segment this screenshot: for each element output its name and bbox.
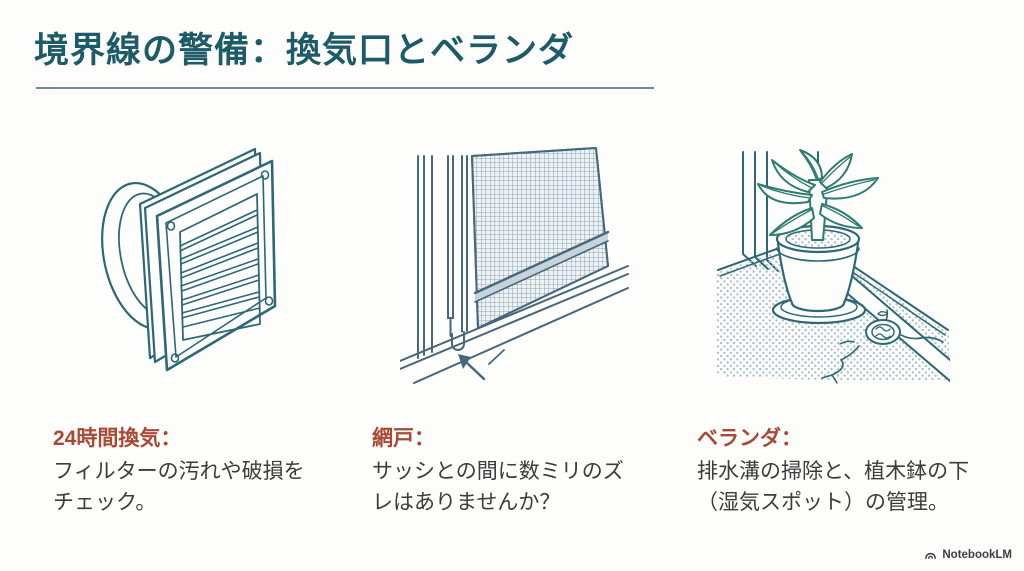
caption-body: 排水溝の掃除と、植木鉢の下（湿気スポット）の管理。 [697,460,970,514]
ventilation-grille-illustration [90,128,330,390]
title-underline [36,87,654,89]
brand-label: NotebookLM [942,548,1012,561]
caption-body: サッシとの間に数ミリのズレはありませんか？ [372,460,624,514]
caption-heading: 網戸： [372,427,435,450]
caption-body: フィルターの汚れや破損をチェック。 [53,460,305,514]
window-screen-icon [400,147,629,384]
caption-heading: ベランダ： [697,427,802,450]
drain-icon [865,309,901,345]
balcony-plant-icon [716,149,950,384]
notebooklm-watermark: NotebookLM [924,548,1012,561]
notebooklm-logo-icon [925,552,937,559]
gap-arrow-icon [458,354,471,369]
vent-grille-icon [101,147,277,372]
caption-screen: 網戸： サッシとの間に数ミリのズレはありませんか？ [372,424,637,518]
window-screen-illustration [400,140,630,390]
caption-ventilation: 24時間換気： フィルターの汚れや破損をチェック。 [53,424,318,518]
balcony-plant-illustration [700,140,950,385]
page-title: 境界線の警備：換気口とベランダ [34,31,575,70]
caption-balcony: ベランダ： 排水溝の掃除と、植木鉢の下（湿気スポット）の管理。 [697,424,977,518]
caption-heading: 24時間換気： [53,427,182,450]
